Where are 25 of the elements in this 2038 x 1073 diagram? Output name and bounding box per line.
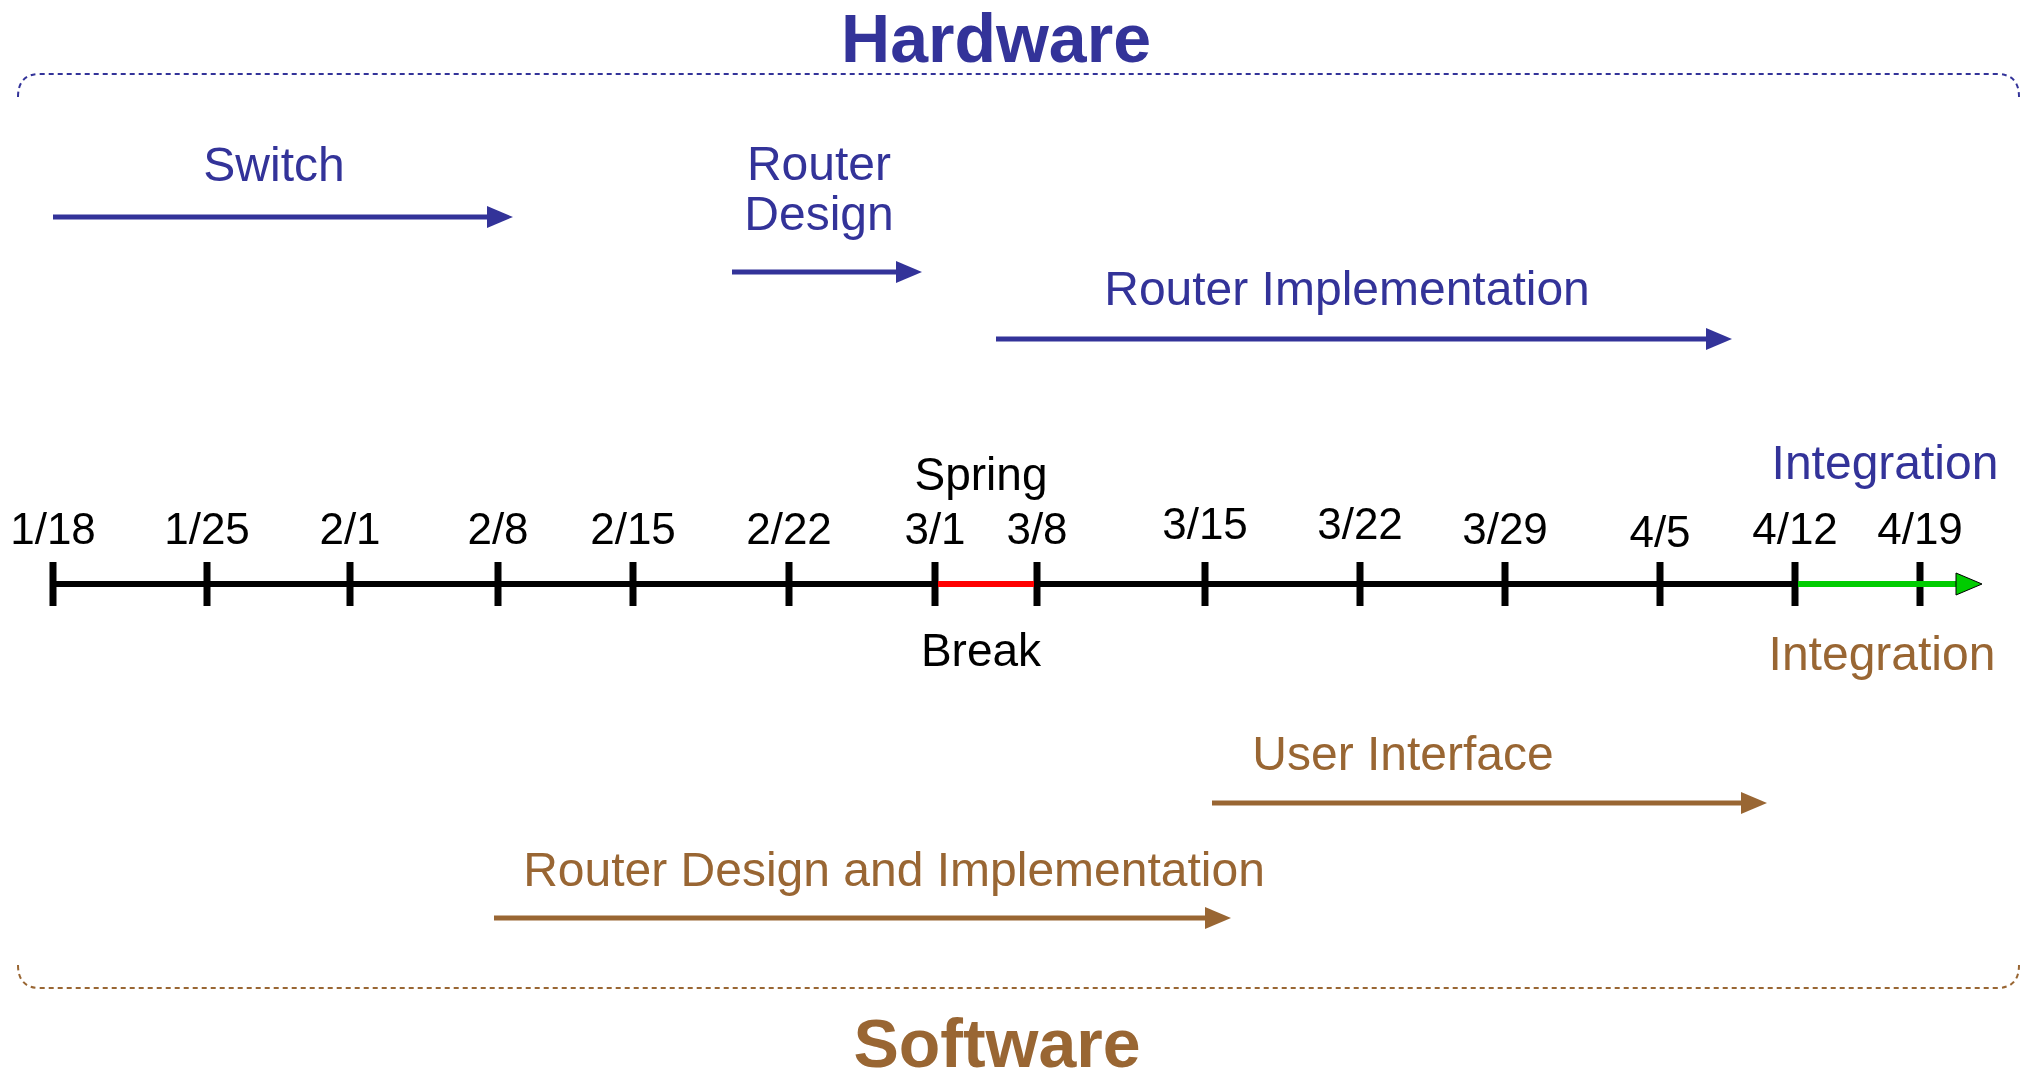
- date-label: 4/5: [1629, 508, 1691, 556]
- date-label: 3/1: [904, 505, 966, 553]
- date-label: 3/15: [1162, 500, 1248, 548]
- task-label: Integration: [1768, 628, 1996, 680]
- date-label: 4/19: [1877, 505, 1963, 553]
- task-label: Router Design and Implementation: [523, 844, 1265, 896]
- date-label: 1/18: [10, 505, 96, 553]
- period-label: Break: [920, 625, 1042, 675]
- date-label: 2/1: [319, 505, 381, 553]
- task-label: Router Design: [743, 138, 895, 240]
- task-label: Integration: [1771, 437, 1999, 489]
- date-label: 2/8: [467, 505, 529, 553]
- date-label: 4/12: [1752, 505, 1838, 553]
- task-label: User Interface: [1252, 728, 1554, 780]
- date-label: 2/15: [590, 505, 676, 553]
- section-heading: Hardware: [841, 3, 1151, 75]
- section-heading: Software: [853, 1008, 1141, 1073]
- task-label: Switch: [203, 139, 345, 191]
- date-label: 2/22: [746, 505, 832, 553]
- period-label: Spring: [914, 449, 1048, 499]
- date-label: 3/22: [1317, 500, 1403, 548]
- task-label: Router Implementation: [1104, 263, 1590, 315]
- date-label: 3/8: [1006, 505, 1068, 553]
- date-label: 3/29: [1462, 505, 1548, 553]
- date-label: 1/25: [164, 505, 250, 553]
